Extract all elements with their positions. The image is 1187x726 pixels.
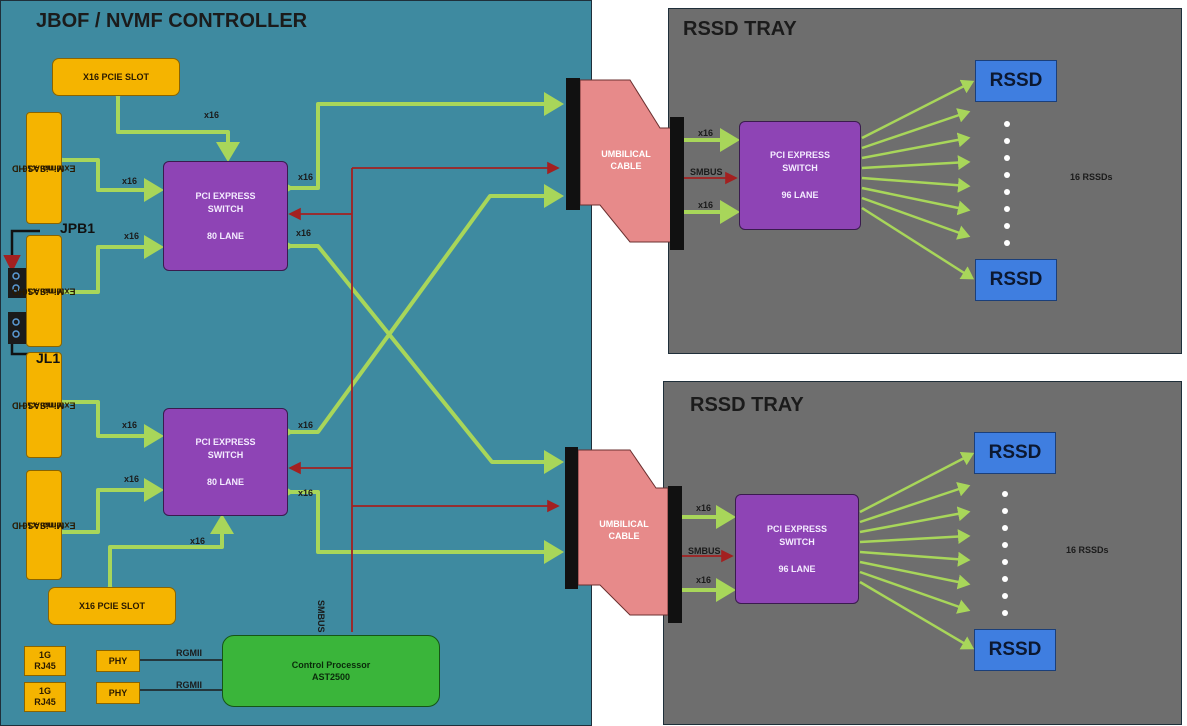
rgmii-label-2: RGMII bbox=[176, 680, 202, 690]
tray-bottom-title: RSSD TRAY bbox=[690, 394, 804, 416]
tray-bottom-smbus-label: SMBUS bbox=[688, 546, 721, 556]
pcie-switch-top-line1: PCI EXPRESS bbox=[195, 190, 256, 201]
phy-chip-2: PHY bbox=[96, 682, 140, 704]
x16-label: x16 bbox=[190, 536, 206, 546]
rj45-port-2: 1G RJ45 bbox=[24, 682, 66, 712]
pcie-switch-bottom-line2: SWITCH bbox=[207, 449, 244, 460]
pcie-switch-bottom: PCI EXPRESS SWITCH 80 LANE bbox=[163, 408, 288, 516]
umbilical-cable-top-label: UMBILICAL CABLE bbox=[601, 149, 651, 171]
tray-bottom-x16-label-2: x16 bbox=[696, 575, 712, 585]
connector-top-left bbox=[566, 78, 580, 210]
pcie-slot-top: X16 PCIE SLOT bbox=[52, 58, 180, 96]
pcie-switch-top-line2: SWITCH bbox=[207, 203, 244, 214]
rssd-dots-bottom bbox=[1002, 491, 1008, 616]
smbus-vertical-label: SMBUS bbox=[316, 600, 326, 633]
rgmii-label-1: RGMII bbox=[176, 648, 202, 658]
x16-label: x16 bbox=[298, 420, 314, 430]
x16-label: x16 bbox=[122, 176, 138, 186]
tray-top-x16-label-2: x16 bbox=[698, 200, 714, 210]
controller-title: JBOF / NVMF CONTROLLER bbox=[36, 10, 308, 32]
control-processor-line1: Control Processor bbox=[291, 660, 371, 670]
control-processor-line2: AST2500 bbox=[311, 672, 351, 682]
pcie-switch-bottom-line3: 80 LANE bbox=[206, 476, 244, 487]
tray-top-x16-label-1: x16 bbox=[698, 128, 714, 138]
tray-bottom-pcie-switch: PCI EXPRESS SWITCH 96 LANE bbox=[735, 494, 859, 604]
connector-bottom-left bbox=[565, 447, 578, 589]
control-processor: Control Processor AST2500 bbox=[222, 635, 440, 707]
tray-bottom-rssd-last: RSSD bbox=[974, 629, 1056, 671]
tray-top-smbus-label: SMBUS bbox=[690, 167, 723, 177]
tray-top-rssd-first: RSSD bbox=[975, 60, 1057, 102]
pcie-switch-bottom-line1: PCI EXPRESS bbox=[195, 436, 256, 447]
x16-label: x16 bbox=[296, 228, 312, 238]
x16-label: x16 bbox=[298, 488, 314, 498]
jumper-jpb1-label: JPB1 bbox=[60, 220, 96, 236]
tray-bottom-x16-label-1: x16 bbox=[696, 503, 712, 513]
x16-label: x16 bbox=[124, 474, 140, 484]
pcie-slot-bottom: X16 PCIE SLOT bbox=[48, 587, 176, 625]
connector-top-right bbox=[670, 117, 684, 250]
pcie-switch-top: PCI EXPRESS SWITCH 80 LANE bbox=[163, 161, 288, 271]
rssd-dots-top bbox=[1004, 121, 1010, 246]
tray-bottom-rssd-count: 16 RSSDs bbox=[1066, 545, 1109, 555]
phy-chip-1: PHY bbox=[96, 650, 140, 672]
x16-label: x16 bbox=[122, 420, 138, 430]
jumper-jl1-block bbox=[8, 312, 26, 344]
x16-label: x16 bbox=[204, 110, 220, 120]
tray-bottom-rssd-first: RSSD bbox=[974, 432, 1056, 474]
rj45-port-1: 1G RJ45 bbox=[24, 646, 66, 676]
x16-label: x16 bbox=[298, 172, 314, 182]
tray-top-rssd-last: RSSD bbox=[975, 259, 1057, 301]
tray-top-title: RSSD TRAY bbox=[683, 18, 797, 40]
tray-top-rssd-count: 16 RSSDs bbox=[1070, 172, 1113, 182]
umbilical-cable-bottom-label: UMBILICAL CABLE bbox=[599, 519, 649, 541]
pcie-switch-top-line3: 80 LANE bbox=[206, 230, 244, 241]
jumper-jl1-label: JL1 bbox=[36, 350, 61, 366]
x16-label: x16 bbox=[124, 231, 140, 241]
tray-top-pcie-switch: PCI EXPRESS SWITCH 96 LANE bbox=[739, 121, 861, 230]
connector-bottom-right bbox=[668, 486, 682, 623]
